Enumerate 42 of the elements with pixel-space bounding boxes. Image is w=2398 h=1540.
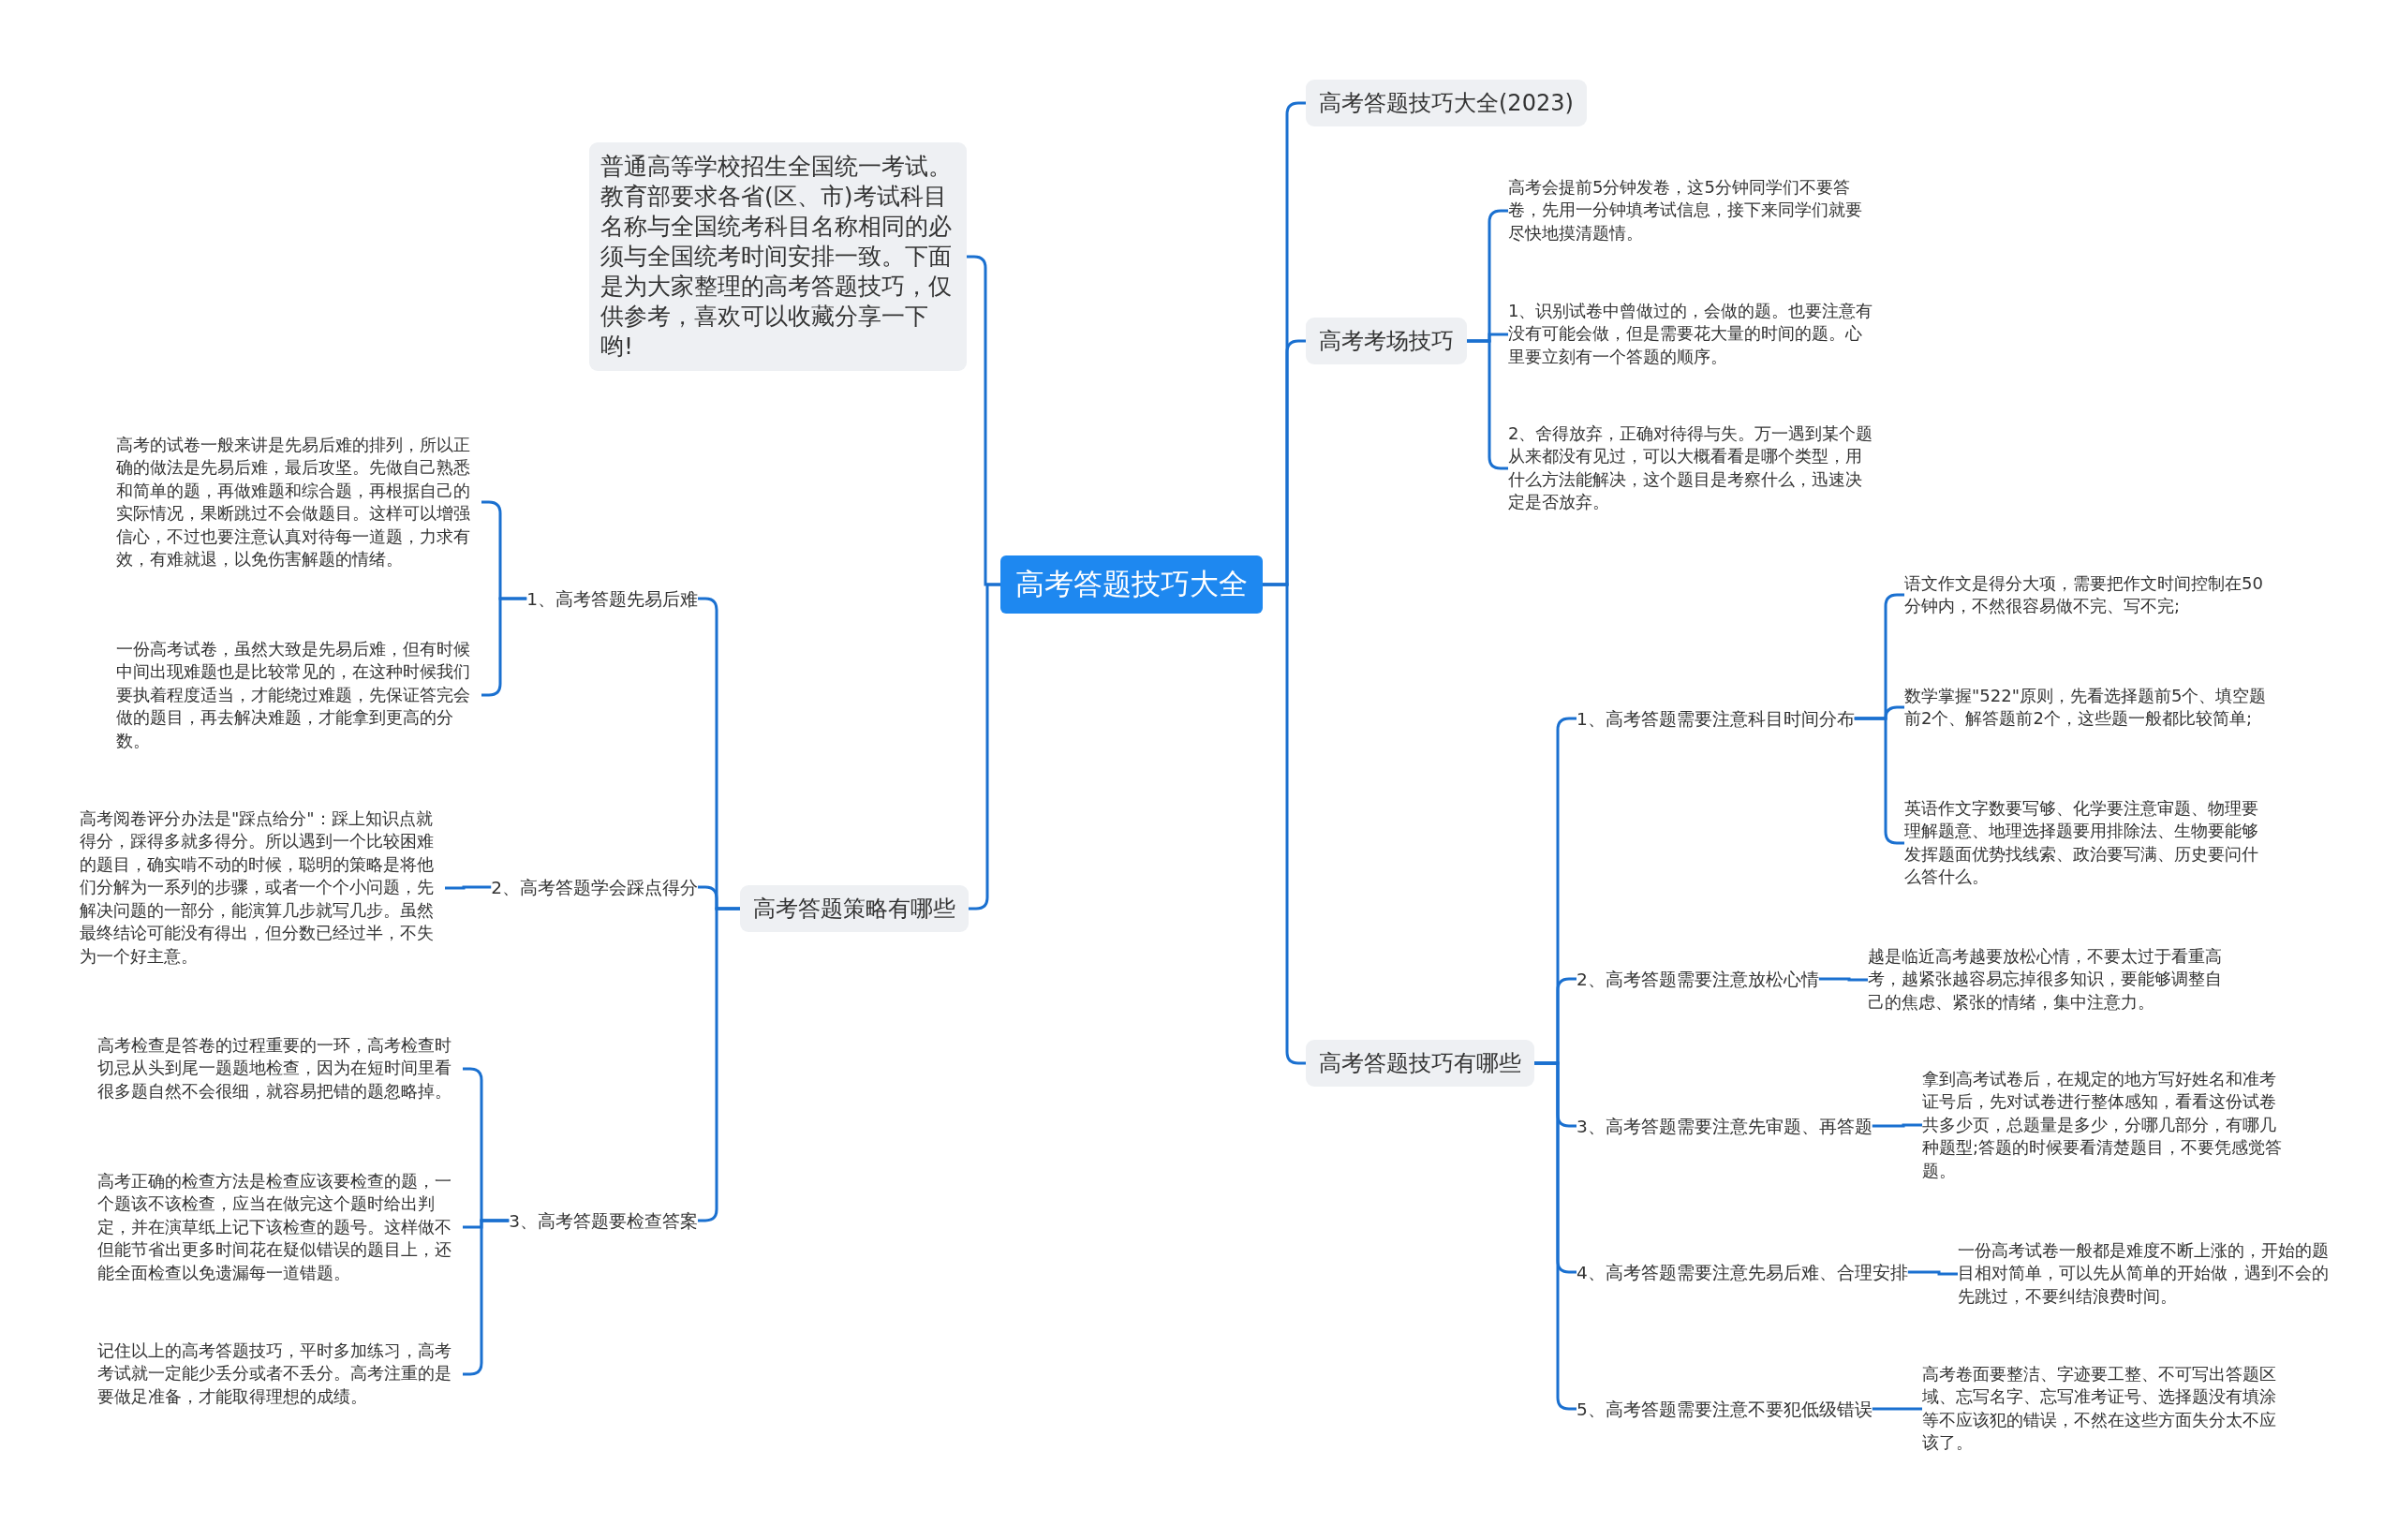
topic-text: 高考答题策略有哪些 [753,895,955,924]
topic-text: 高考答题技巧大全(2023) [1319,89,1574,118]
topic-text: 高考答题技巧有哪些 [1319,1049,1521,1078]
detail-text: 高考的试卷一般来讲是先易后难的排列，所以正确的做法是先易后难，最后攻坚。先做自己熟悉和简单的题，再做难题和综合题，再根据自己的实际情况，果断跳过不会做题目。这样可以增强信心，不过也要注意认真对待每一道题，力求有效，有难就退，以免伤害解题的情绪。 [116,433,471,570]
detail-text: 英语作文字数要写够、化学要注意审题、物理要理解题意、地理选择题要用排除法、生物要能够发挥题面优势找线索、政治要写满、历史要问什么答什么。 [1904,797,2259,889]
detail-text: 高考会提前5分钟发卷，这5分钟同学们不要答卷，先用一分钟填考试信息，接下来同学们就要尽快地摸清题情。 [1508,176,1863,245]
connector-line [1872,1123,1922,1128]
connector-line [445,885,492,890]
topic-box [1306,1040,1534,1087]
detail-text: 2、舍得放弃，正确对待得与失。万一遇到某个题从来都没有见过，可以大概看看是哪个类型，用什么方法能解决，这个题目是考察什么，迅速决定是否放弃。 [1508,422,1874,514]
intro-text: 普通高等学校招生全国统一考试。教育部要求各省(区、市)考试科目名称与全国统考科目名称相同的必须与全国统考时间安排一致。下面是为大家整理的高考答题技巧，仅供参考，喜欢可以收藏分享一下哟! [600,152,953,362]
detail-text: 1、识别试卷中曾做过的，会做的题。也要注意有没有可能会做，但是需要花大量的时间的题。心里要立刻有一个答题的顺序。 [1508,300,1874,369]
topic-text: 高考答题技巧大全 [1015,566,1248,602]
detail-text: 一份高考试卷，虽然大致是先易后难，但有时候中间出现难题也是比较常见的，在这种时候我们要执着程度适当，才能绕过难题，先保证答完会做的题目，再去解决难题，才能拿到更高的分数。 [116,637,471,752]
subtopic-text: 1、高考答题需要注意科目时间分布 [1576,707,1855,731]
connector-line [1907,1270,1958,1276]
detail-text: 越是临近高考越要放松心情，不要太过于看重高考，越紧张越容易忘掉很多知识，要能够调整自己的焦虑、紧张的情绪，集中注意力。 [1868,945,2223,1014]
detail-text: 高考检查是答卷的过程重要的一环，高考检查时切忌从头到尾一题题地检查，因为在短时间里看很多题自然不会很细，就容易把错的题忽略掉。 [97,1034,452,1103]
topic-box [740,885,969,932]
topic-box [1306,80,1587,126]
detail-text: 高考卷面要整洁、字迹要工整、不可写出答题区域、忘写名字、忘写准考证号、选择题没有填涂等不应该犯的错误，不然在这些方面失分太不应该了。 [1922,1363,2277,1455]
topic-box [1306,318,1467,364]
connector-line [969,583,1000,911]
subtopic-text: 3、高考答题要检查答案 [509,1209,698,1233]
detail-text: 数学掌握"522"原则，先看选择题前5个、填空题前2个、解答题前2个，这些题一般都比较简单; [1904,684,2268,730]
detail-text: 一份高考试卷一般都是难度不断上涨的，开始的题目相对简单，可以先从简单的开始做，遇到不会的先跳过，不要纠结浪费时间。 [1958,1239,2330,1309]
detail-text: 高考阅卷评分办法是"踩点给分"：踩上知识点就得分，踩得多就多得分。所以遇到一个比较困难的题目，确实啃不动的时候，聪明的策略是将他们分解为一系列的步骤，或者一个个小问题，先解决问题的一部分，能演算几步就写几步。虽然最终结论可能没有得出，但分数已经过半，不失为一个好主意。 [80,807,435,969]
detail-text: 语文作文是得分大项，需要把作文时间控制在50分钟内，不然很容易做不完、写不完; [1904,571,2264,617]
subtopic-text: 2、高考答题学会踩点得分 [491,876,698,899]
subtopic-text: 4、高考答题需要注意先易后难、合理安排 [1576,1261,1908,1284]
connector-line [1818,977,1868,982]
central-topic [1000,555,1263,614]
subtopic-text: 1、高考答题先易后难 [526,587,698,611]
connector-line [1872,1407,1922,1411]
connector-line [1263,583,1306,1065]
detail-text: 记住以上的高考答题技巧，平时多加练习，高考考试就一定能少丢分或者不丢分。高考注重的是要做足准备，才能取得理想的成绩。 [97,1340,452,1409]
detail-text: 拿到高考试卷后，在规定的地方写好姓名和准考证号后，先对试卷进行整体感知，看看这份试卷共多少页，总题量是多少，分哪几部分，有哪几种题型;答题的时候要看清楚题目，不要凭感觉答题。 [1922,1067,2284,1182]
detail-text: 高考正确的检查方法是检查应该要检查的题，一个题该不该检查，应当在做完这个题时给出判定，并在演草纸上记下该检查的题号。这样做不但能节省出更多时间花在疑似错误的题目上，还能全面检查以免遗漏每一道错题。 [97,1169,452,1284]
subtopic-text: 5、高考答题需要注意不要犯低级错误 [1576,1398,1873,1421]
topic-text: 高考考场技巧 [1319,327,1454,356]
subtopic-text: 2、高考答题需要注意放松心情 [1576,968,1819,991]
subtopic-text: 3、高考答题需要注意先审题、再答题 [1576,1115,1873,1138]
